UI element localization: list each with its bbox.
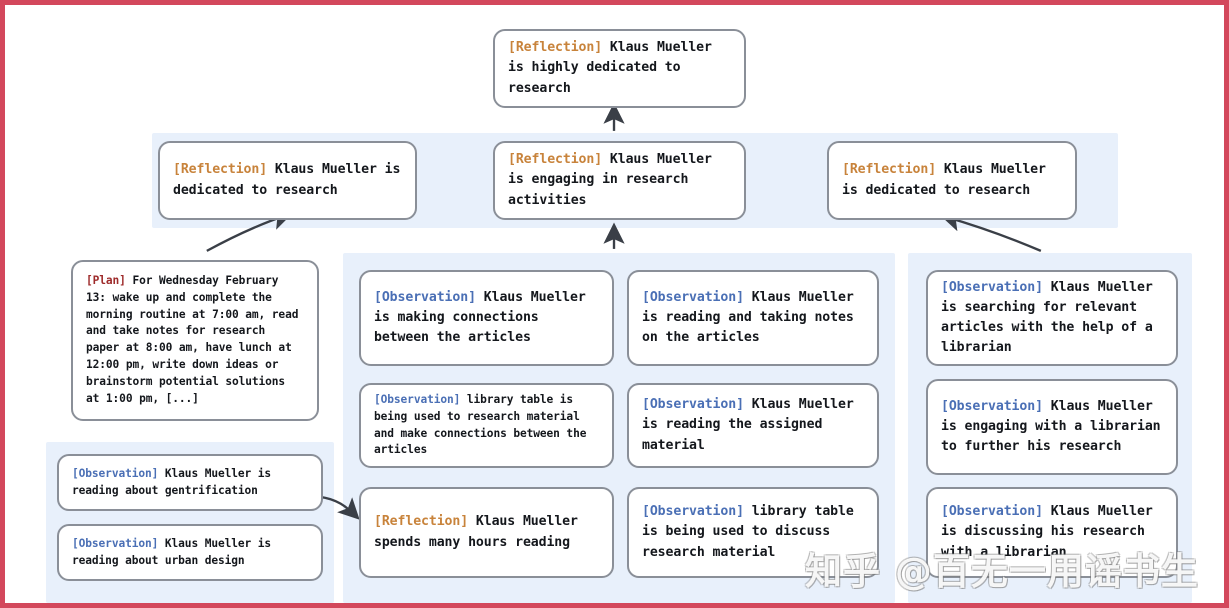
- node-text: [Reflection] Klaus Mueller is dedicated …: [842, 160, 1062, 200]
- node-plan[interactable]: [Plan] For Wednesday February 13: wake u…: [71, 260, 319, 421]
- tag-observation: [Observation]: [642, 504, 744, 520]
- node-text: [Observation] Klaus Mueller is engaging …: [941, 397, 1163, 457]
- tag-observation: [Observation]: [72, 536, 159, 550]
- node-reflection-hours-reading[interactable]: [Reflection] Klaus Mueller spends many h…: [359, 487, 614, 578]
- node-body: library table is being used to discuss r…: [642, 504, 862, 560]
- tag-observation: [Observation]: [642, 289, 744, 305]
- tag-observation: [Observation]: [941, 504, 1043, 520]
- node-body: Klaus Mueller is making connections betw…: [374, 289, 594, 346]
- node-body: Klaus Mueller is highly dedicated to res…: [508, 40, 720, 96]
- node-body: Klaus Mueller is reading and taking note…: [642, 289, 862, 346]
- node-text: [Reflection] Klaus Mueller is engaging i…: [508, 150, 731, 210]
- node-body: library table is being used to research …: [374, 392, 593, 457]
- tag-observation: [Observation]: [72, 466, 159, 480]
- node-obs-engaging-librarian[interactable]: [Observation] Klaus Mueller is engaging …: [926, 379, 1178, 475]
- node-obs-library-table-connections[interactable]: [Observation] library table is being use…: [359, 383, 614, 468]
- node-obs-urban-design[interactable]: [Observation] Klaus Mueller is reading a…: [57, 524, 323, 581]
- node-body: Klaus Mueller is engaging in research ac…: [508, 152, 720, 208]
- node-text: [Reflection] Klaus Mueller spends many h…: [374, 512, 599, 552]
- node-text: [Reflection] Klaus Mueller is highly ded…: [508, 38, 731, 98]
- node-obs-library-table-discuss[interactable]: [Observation] library table is being use…: [627, 487, 879, 578]
- tag-observation: [Observation]: [374, 289, 476, 305]
- node-body: Klaus Mueller is reading about gentrific…: [72, 466, 278, 497]
- node-body: Klaus Mueller is dedicated to research: [842, 162, 1054, 198]
- node-obs-reading-notes[interactable]: [Observation] Klaus Mueller is reading a…: [627, 270, 879, 366]
- node-body: Klaus Mueller is reading the assigned ma…: [642, 397, 862, 453]
- tag-reflection: [Reflection]: [508, 40, 603, 56]
- node-obs-discussing-librarian[interactable]: [Observation] Klaus Mueller is discussin…: [926, 487, 1178, 578]
- node-text: [Observation] library table is being use…: [374, 392, 599, 459]
- node-body: Klaus Mueller is engaging with a librari…: [941, 398, 1169, 455]
- tag-reflection: [Reflection]: [374, 514, 469, 530]
- tag-observation: [Observation]: [374, 392, 461, 406]
- node-body: Klaus Mueller is searching for relevant …: [941, 279, 1161, 356]
- node-text: [Observation] library table is being use…: [642, 502, 864, 562]
- node-text: [Observation] Klaus Mueller is reading a…: [72, 466, 308, 500]
- tag-observation: [Observation]: [642, 397, 744, 413]
- node-text: [Observation] Klaus Mueller is reading a…: [642, 288, 864, 348]
- node-text: [Observation] Klaus Mueller is reading a…: [72, 536, 308, 570]
- node-text: [Observation] Klaus Mueller is reading t…: [642, 395, 864, 455]
- node-obs-assigned-material[interactable]: [Observation] Klaus Mueller is reading t…: [627, 383, 879, 468]
- node-top-reflection[interactable]: [Reflection] Klaus Mueller is highly ded…: [493, 29, 746, 108]
- node-text: [Reflection] Klaus Mueller is dedicated …: [173, 160, 402, 200]
- node-body: For Wednesday February 13: wake up and c…: [86, 274, 305, 405]
- tag-reflection: [Reflection]: [842, 162, 937, 178]
- tag-observation: [Observation]: [941, 279, 1043, 295]
- node-body: Klaus Mueller spends many hours reading: [374, 514, 586, 550]
- tag-plan: [Plan]: [86, 274, 126, 287]
- node-mid-reflection-center[interactable]: [Reflection] Klaus Mueller is engaging i…: [493, 141, 746, 220]
- node-text: [Observation] Klaus Mueller is searching…: [941, 278, 1163, 358]
- node-obs-gentrification[interactable]: [Observation] Klaus Mueller is reading a…: [57, 454, 323, 511]
- tag-reflection: [Reflection]: [508, 152, 603, 168]
- node-text: [Observation] Klaus Mueller is making co…: [374, 288, 599, 348]
- diagram-body: [Reflection] Klaus Mueller is highly ded…: [5, 5, 1224, 603]
- tag-reflection: [Reflection]: [173, 162, 268, 178]
- node-body: Klaus Mueller is dedicated to research: [173, 162, 409, 198]
- node-obs-searching-articles[interactable]: [Observation] Klaus Mueller is searching…: [926, 270, 1178, 366]
- node-mid-reflection-right[interactable]: [Reflection] Klaus Mueller is dedicated …: [827, 141, 1077, 220]
- node-obs-connections[interactable]: [Observation] Klaus Mueller is making co…: [359, 270, 614, 366]
- node-body: Klaus Mueller is discussing his research…: [941, 504, 1161, 560]
- node-text: [Observation] Klaus Mueller is discussin…: [941, 502, 1163, 562]
- node-body: Klaus Mueller is reading about urban des…: [72, 536, 278, 567]
- node-text: [Plan] For Wednesday February 13: wake u…: [86, 273, 304, 407]
- node-mid-reflection-left[interactable]: [Reflection] Klaus Mueller is dedicated …: [158, 141, 417, 220]
- tag-observation: [Observation]: [941, 398, 1043, 414]
